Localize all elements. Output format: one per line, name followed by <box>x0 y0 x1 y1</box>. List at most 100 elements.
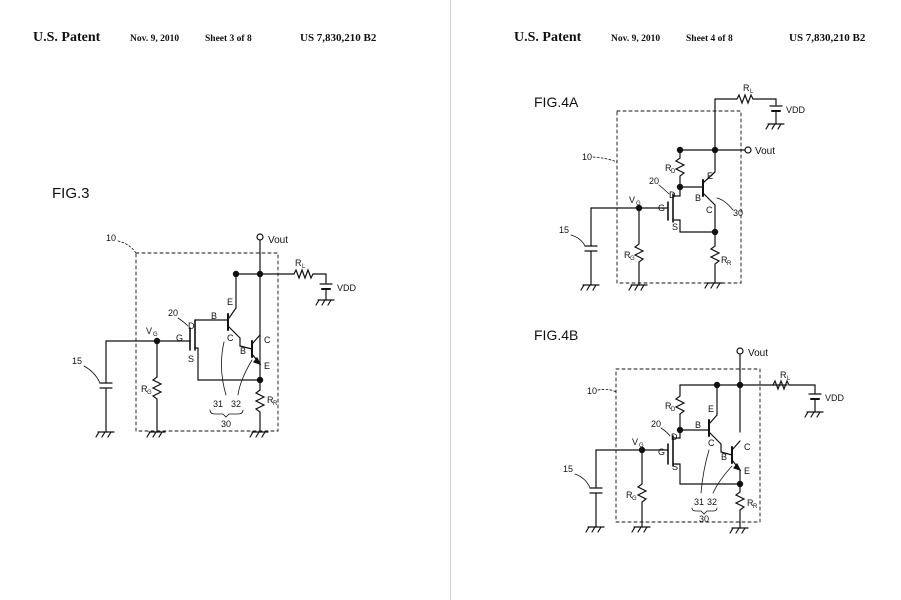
ref-31-leader <box>700 449 710 494</box>
drain-label: D <box>188 321 195 331</box>
ref-30: 30 <box>699 514 709 524</box>
fig3-label: FIG.3 <box>52 185 90 202</box>
vg-subscript: G <box>636 201 641 207</box>
rg-label: R <box>624 250 631 260</box>
ref-20: 20 <box>649 176 659 186</box>
fig4a-diagram: FIG.4A 10 R L VDD Vout <box>534 83 806 291</box>
rg-label: R <box>141 384 148 394</box>
patent-number: US 7,830,210 B2 <box>789 32 866 44</box>
device-boundary <box>615 368 761 523</box>
b1-label: B <box>211 311 217 321</box>
rl-label: R <box>295 258 302 268</box>
ref-32-leader <box>712 465 733 494</box>
ref-30-brace <box>209 409 244 418</box>
rg-label: R <box>626 490 633 500</box>
patent-date: Nov. 9, 2010 <box>611 34 661 44</box>
c2-label: C <box>264 335 271 345</box>
ref-32: 32 <box>707 497 717 507</box>
load-resistor <box>293 268 327 284</box>
emitter-lead <box>702 171 716 184</box>
sheet-right: U.S. Patent Nov. 9, 2010 Sheet 4 of 8 US… <box>451 0 901 600</box>
rl-label: R <box>743 83 750 93</box>
load-resistor <box>736 93 777 106</box>
patent-title: U.S. Patent <box>514 30 582 45</box>
e2-label: E <box>744 466 750 476</box>
rr-subscript: R <box>273 401 278 407</box>
vout-terminal <box>256 233 264 241</box>
emitter1-lead <box>709 414 718 424</box>
emitter2-arrow <box>733 462 742 472</box>
vg-subscript: G <box>153 332 158 338</box>
c2-label: C <box>744 442 751 452</box>
source-label: S <box>672 462 678 472</box>
fig4a-label: FIG.4A <box>534 94 579 110</box>
ref-15: 15 <box>563 464 573 474</box>
source-label: S <box>672 222 678 232</box>
ref-31: 31 <box>213 399 223 409</box>
rg-resistor <box>151 376 163 433</box>
b1-label: B <box>695 420 701 430</box>
rl-subscript: L <box>302 264 306 270</box>
rr-subscript: R <box>727 261 732 267</box>
rd-subscript: D <box>671 169 676 175</box>
patent-title: U.S. Patent <box>33 30 101 45</box>
sheet-number: Sheet 4 of 8 <box>686 34 733 44</box>
b2-label: B <box>240 346 246 356</box>
e2-label: E <box>264 361 270 371</box>
ref-20: 20 <box>651 419 661 429</box>
vout-label: Vout <box>748 348 768 359</box>
collector-lead <box>702 192 716 206</box>
fig4-diagrams: FIG.4A 10 R L VDD Vout <box>534 83 845 534</box>
rr-subscript: R <box>753 504 758 510</box>
vg-label: V <box>629 195 635 205</box>
base2-wire <box>239 345 253 350</box>
gate-label: G <box>658 447 665 457</box>
rd-resistor <box>674 384 686 431</box>
vg-label: V <box>632 437 638 447</box>
ref-10-leader <box>117 240 137 254</box>
rr-label: R <box>747 498 754 508</box>
b2-label: B <box>721 452 727 462</box>
ref-31-leader <box>221 341 227 396</box>
fig4b-label: FIG.4B <box>534 327 578 343</box>
ref-20: 20 <box>168 308 178 318</box>
drain-label: D <box>669 190 676 200</box>
vdd-label: VDD <box>825 393 845 403</box>
rg-subscript: G <box>630 256 635 262</box>
rg-subscript: G <box>632 496 637 502</box>
drain-label: D <box>671 432 678 442</box>
vdd-label: VDD <box>337 283 357 293</box>
rl-subscript: L <box>787 376 791 382</box>
base2-wire <box>720 451 733 456</box>
b-label: B <box>695 193 701 203</box>
ref-32: 32 <box>231 399 241 409</box>
gate-label: G <box>176 333 183 343</box>
ref-32-leader <box>237 359 253 396</box>
page-divider <box>450 0 451 600</box>
vg-subscript: G <box>639 443 644 449</box>
collector1-lead <box>227 325 241 339</box>
c1-label: C <box>227 333 234 343</box>
ref-15: 15 <box>559 225 569 235</box>
ref-10: 10 <box>582 152 592 162</box>
fig4b-diagram: FIG.4B 10 Vout R L VDD R <box>534 327 845 534</box>
device-boundary <box>135 252 279 432</box>
ref-30: 30 <box>733 208 743 218</box>
vout-label: Vout <box>268 235 288 246</box>
rg-resistor <box>633 207 645 286</box>
patent-number: US 7,830,210 B2 <box>300 32 377 44</box>
ref-30: 30 <box>221 419 231 429</box>
rd-label: R <box>665 401 672 411</box>
c1-label: C <box>708 438 715 448</box>
device-boundary <box>616 110 742 284</box>
source-label: S <box>188 354 194 364</box>
ref-10: 10 <box>106 233 116 243</box>
sheet-left: U.S. Patent Nov. 9, 2010 Sheet 3 of 8 US… <box>0 0 450 600</box>
rr-resistor <box>734 483 746 529</box>
ref-20-leader <box>177 317 189 327</box>
load-resistor <box>772 379 816 394</box>
rd-label: R <box>665 163 672 173</box>
vg-label: V <box>146 326 152 336</box>
rr-label: R <box>267 395 274 405</box>
